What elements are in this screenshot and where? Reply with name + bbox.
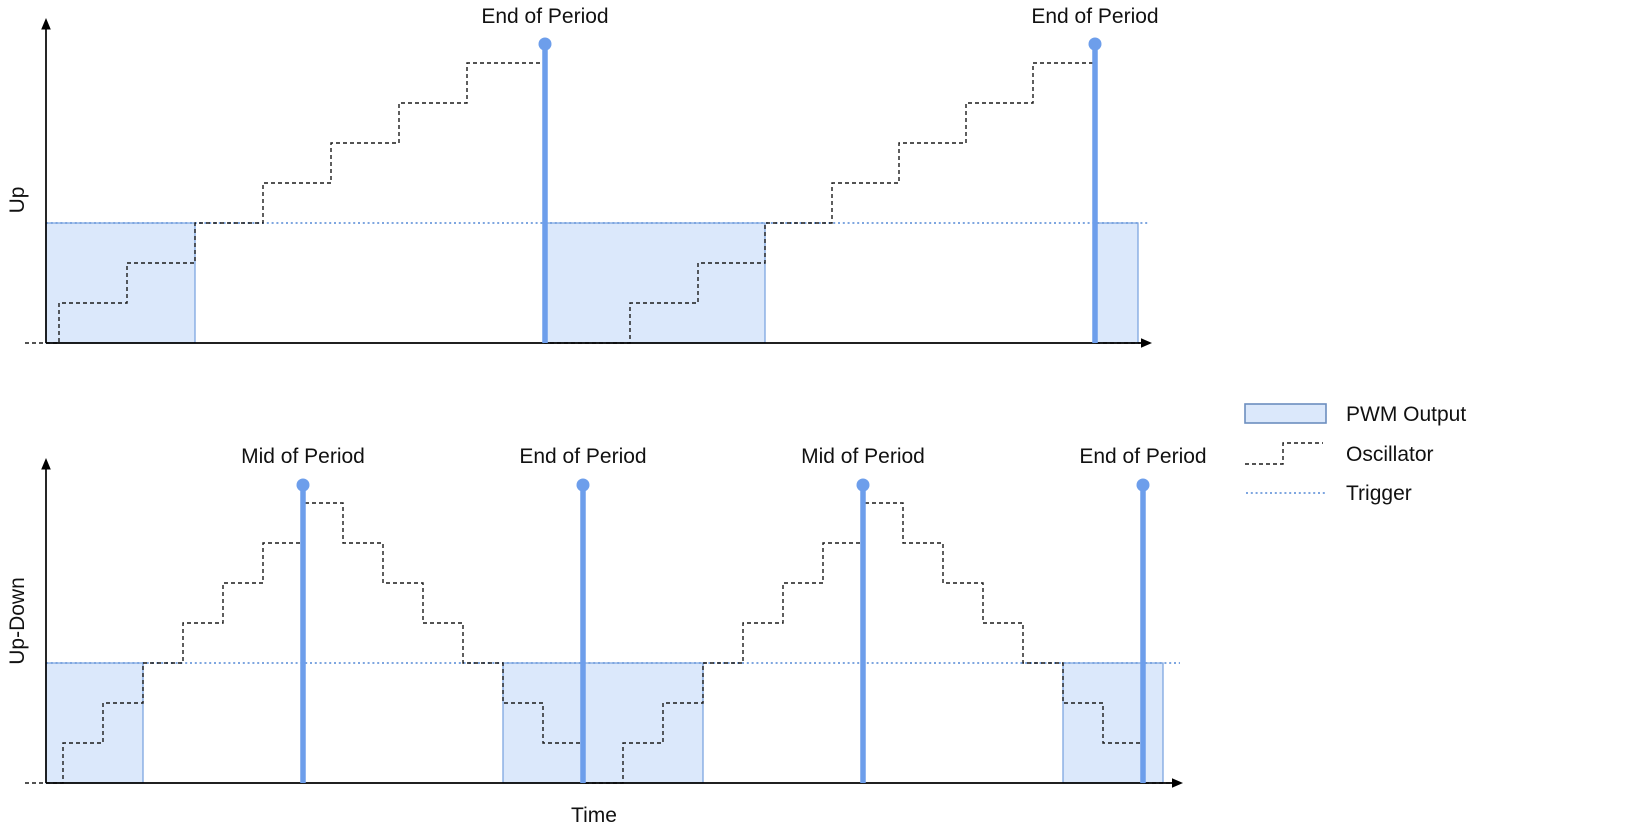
pwm-region [1094,222,1139,344]
event-label: End of Period [519,445,646,468]
x-axis-label: Time [571,804,617,827]
pwm-region [45,222,196,344]
event-label: End of Period [481,5,608,28]
event-label: End of Period [1079,445,1206,468]
x-axis-arrow-icon [1141,338,1152,348]
x-axis-arrow-icon [1172,778,1183,788]
mid-of-period-dot [856,478,870,492]
y-axis-arrow-icon [41,458,51,470]
legend-label-trigger: Trigger [1346,482,1412,505]
top-chart: End of Period End of Period Up [6,5,1159,348]
event-label: End of Period [1031,5,1158,28]
y-axis-label: Up [6,187,29,214]
end-of-period-dot [1088,37,1102,51]
legend-oscillator-glyph-icon [1245,442,1323,465]
y-axis-label: Up-Down [6,577,29,665]
pwm-region [502,662,704,784]
legend: PWM Output Oscillator Trigger [1244,403,1466,505]
event-label: Mid of Period [801,445,925,468]
pwm-region [544,222,766,344]
end-of-period-dot [1136,478,1150,492]
legend-label-pwm: PWM Output [1346,403,1466,426]
legend-label-oscillator: Oscillator [1346,443,1434,466]
mid-of-period-dot [296,478,310,492]
y-axis-arrow-icon [41,18,51,30]
event-label: Mid of Period [241,445,365,468]
bottom-chart: Mid of Period End of Period Mid of Perio… [6,445,1207,827]
legend-pwm-swatch [1244,403,1327,424]
end-of-period-dot [538,37,552,51]
end-of-period-dot [576,478,590,492]
pwm-region [1062,662,1164,784]
pwm-region [45,662,144,784]
